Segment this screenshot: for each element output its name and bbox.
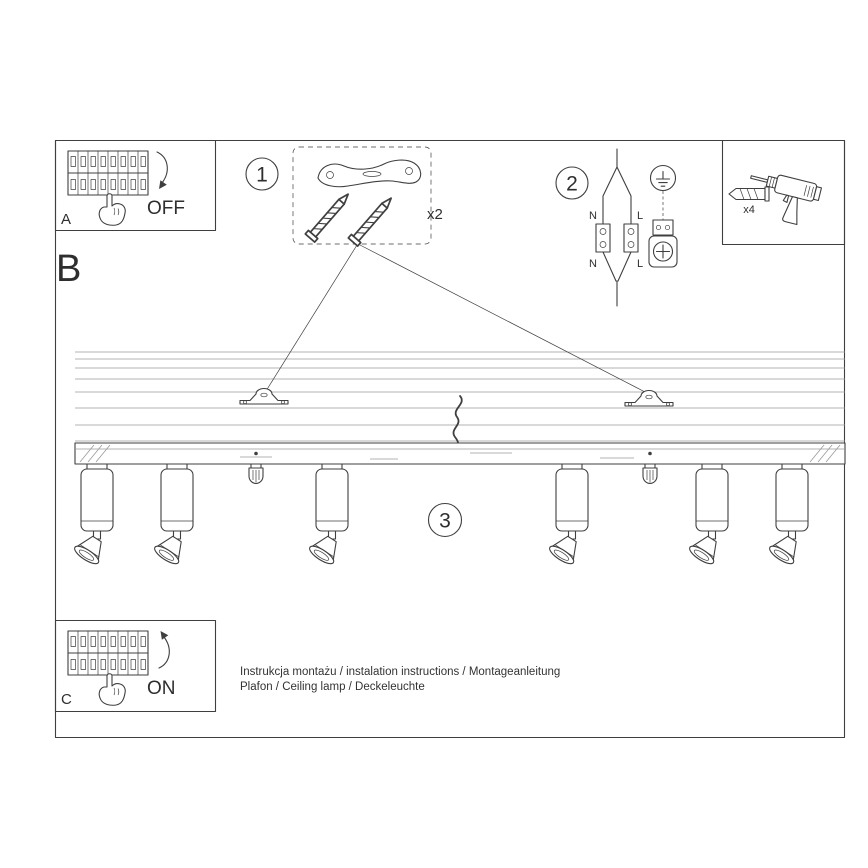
ceiling-bracket-right xyxy=(624,389,674,407)
spotlight-1 xyxy=(71,463,114,568)
hand-icon xyxy=(98,673,126,706)
step1-parts-box xyxy=(292,146,432,245)
step2-number: 2 xyxy=(566,173,578,196)
step2-group: 2 N L N L xyxy=(555,148,678,307)
ground-symbol-icon xyxy=(649,164,677,192)
section-b-label: B xyxy=(56,248,81,290)
fastener-knob-left xyxy=(248,463,264,485)
diagram-border xyxy=(54,139,846,739)
spotlight-3 xyxy=(306,463,349,568)
step1-number: 1 xyxy=(256,164,268,187)
hand-icon xyxy=(98,193,126,226)
spotlight-2 xyxy=(151,463,194,568)
wiring-diagram xyxy=(602,148,632,307)
panel-c: ON C xyxy=(54,619,217,713)
screw-icon-2 xyxy=(347,193,397,247)
spotlight-6 xyxy=(766,463,809,568)
step3-number: 3 xyxy=(439,510,451,533)
step2-badge xyxy=(555,166,589,200)
panel-c-corner-label: C xyxy=(61,691,72,708)
breaker-panel-icon xyxy=(67,630,149,676)
ceiling-lines xyxy=(75,351,845,442)
screw-icon-1 xyxy=(304,189,354,243)
wire-label-n-bottom: N xyxy=(589,258,597,270)
panel-a-corner-label: A xyxy=(61,211,71,228)
footer-line-1: Instrukcja montażu / instalation instruc… xyxy=(240,666,560,678)
wall-plug-icon xyxy=(728,186,770,202)
panel-a-state-label: OFF xyxy=(147,198,185,219)
wire-label-l-top: L xyxy=(637,210,643,222)
terminal-block-left xyxy=(595,223,611,253)
power-wire xyxy=(452,395,463,445)
on-arrow-icon xyxy=(158,636,170,669)
step3-badge: 3 xyxy=(427,502,463,538)
wire-label-n-top: N xyxy=(589,210,597,222)
panel-a: OFF A xyxy=(54,139,217,232)
lamp-rail xyxy=(74,442,846,465)
mounting-bracket-icon xyxy=(317,159,422,188)
fastener-knob-right xyxy=(642,463,658,485)
terminal-block-right xyxy=(623,223,639,253)
tools-quantity: x4 xyxy=(743,204,755,216)
step1-group: 1 x2 xyxy=(245,146,443,247)
spotlight-4 xyxy=(546,463,589,568)
panel-c-state-label: ON xyxy=(147,678,176,699)
wire-label-l-bottom: L xyxy=(637,258,643,270)
callout-line-right xyxy=(359,244,648,394)
spotlight-5 xyxy=(686,463,729,568)
footer-line-2: Plafon / Ceiling lamp / Deckeleuchte xyxy=(240,681,425,693)
step1-badge xyxy=(245,157,279,191)
ground-terminal-icon xyxy=(648,219,678,268)
callout-line-left xyxy=(265,244,358,392)
step1-quantity: x2 xyxy=(427,206,443,223)
ceiling-bracket-left xyxy=(239,387,289,405)
drill-icon xyxy=(750,174,823,226)
breaker-panel-icon xyxy=(67,150,149,196)
off-arrow-icon xyxy=(156,151,168,184)
tools-box: x4 xyxy=(721,139,846,246)
